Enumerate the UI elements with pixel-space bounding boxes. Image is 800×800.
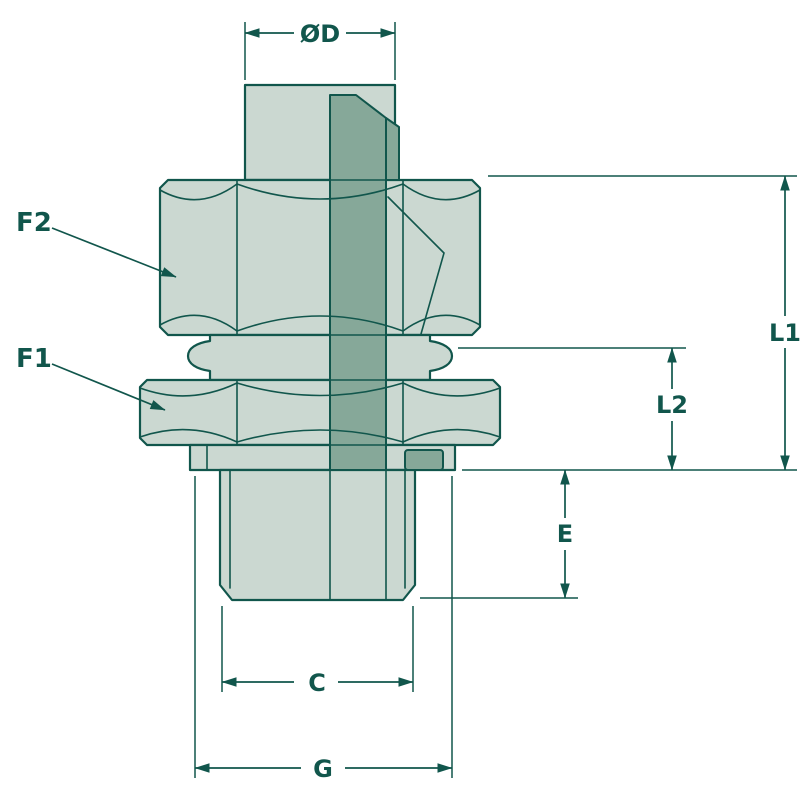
dim-c-label-bg bbox=[294, 667, 338, 697]
hex-nut-f1 bbox=[138, 378, 502, 447]
label-f2: F2 bbox=[16, 208, 52, 238]
dim-e-label: E bbox=[557, 520, 573, 548]
dim-c-label: C bbox=[308, 669, 326, 697]
collar-flange bbox=[385, 117, 400, 181]
dim-l2-label: L2 bbox=[656, 391, 688, 419]
internal-cone-lines bbox=[387, 196, 445, 335]
hex-f2-facet-lines bbox=[236, 179, 404, 336]
label-f1: F1 bbox=[16, 344, 52, 374]
hex-f1-facet-lines bbox=[236, 379, 404, 446]
dim-g-label: G bbox=[313, 755, 333, 783]
dim-od-label: ØD bbox=[300, 20, 340, 48]
section-boundary-lines bbox=[330, 179, 386, 446]
leader-f2 bbox=[51, 227, 177, 278]
dim-g-label-bg bbox=[301, 753, 345, 783]
dim-e-label-bg bbox=[546, 518, 584, 550]
dim-l1-label: L1 bbox=[769, 319, 800, 347]
section-cut bbox=[329, 94, 387, 471]
dimension-annotations: ØD F2 F1 L1 L2 E C G bbox=[16, 18, 800, 783]
fitting-body bbox=[138, 83, 502, 602]
hex-f2-bottom-chamfer-arcs bbox=[159, 314, 481, 332]
dim-l2-label-bg bbox=[649, 389, 695, 421]
neck-groove bbox=[186, 333, 454, 382]
thread-depth-lines bbox=[229, 469, 406, 589]
hex-nut-f2 bbox=[158, 178, 482, 337]
hex-f1-bottom-chamfer-arcs bbox=[139, 428, 501, 443]
retaining-tab bbox=[404, 449, 444, 471]
hex-f1-top-chamfer-arcs bbox=[139, 382, 501, 397]
dim-l1-label-bg bbox=[762, 316, 800, 348]
dim-od-label-bg bbox=[294, 18, 346, 48]
hex-f2-top-chamfer-arcs bbox=[159, 183, 481, 201]
leader-f1 bbox=[51, 363, 166, 411]
dim-g-extension-lines bbox=[194, 476, 453, 778]
bore-lines bbox=[329, 469, 387, 600]
